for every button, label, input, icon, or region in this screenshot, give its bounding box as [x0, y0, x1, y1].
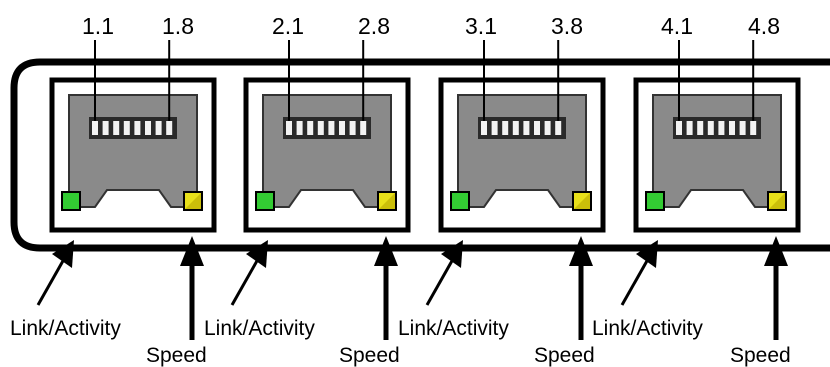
port-2-jack-body	[262, 94, 392, 208]
port-1-pin-1	[92, 121, 98, 135]
port-3-pin-slot	[478, 117, 566, 139]
port-2	[230, 40, 411, 340]
port-1-pin-3	[113, 121, 120, 135]
port-1-pin-8	[166, 121, 173, 135]
port-3-pin-7	[544, 121, 551, 135]
port-4-link-arrowhead-icon	[636, 240, 658, 268]
port-4-pin-1-label: 4.1	[661, 13, 693, 39]
port-4-pin-7	[739, 121, 746, 135]
port-1-pin-1-label: 1.1	[82, 13, 114, 39]
port-2-speed-label: Speed	[339, 344, 400, 367]
port-3-pin-5	[523, 121, 530, 135]
port-2-pin-7	[349, 121, 356, 135]
port-3-speed-label: Speed	[534, 344, 595, 367]
port-1-pin-slot	[89, 117, 177, 139]
port-4-speed-arrowhead-icon	[764, 236, 788, 266]
port-2-pin-8-label: 2.8	[358, 13, 390, 39]
port-1-pin-2	[102, 121, 109, 135]
port-2-pin-6	[339, 121, 345, 135]
port-1-link-arrowhead-icon	[52, 240, 74, 268]
port-2-pin-2	[296, 121, 303, 135]
port-4-speed-led-shade	[769, 193, 785, 209]
port-1-link-led-icon	[61, 191, 81, 211]
port-1-pin-8-label: 1.8	[162, 13, 194, 39]
port-housing-frame	[10, 58, 830, 252]
port-2-pin-3	[307, 121, 314, 135]
port-3-speed-led-shade	[574, 193, 590, 209]
port-3-pin-1-label: 3.1	[465, 13, 497, 39]
port-4-pin-8	[750, 121, 757, 135]
port-1-pin-4	[123, 121, 130, 135]
port-4-pin-5	[718, 121, 725, 135]
port-4-speed-label: Speed	[730, 344, 791, 367]
port-3-pin-6	[534, 121, 540, 135]
port-4-pin-6	[729, 121, 735, 135]
port-3-speed-arrowhead-icon	[569, 236, 593, 266]
port-2-pin-8	[360, 121, 367, 135]
port-1-speed-led-shade	[185, 193, 201, 209]
port-1-jack-body	[68, 94, 198, 208]
port-2-link-arrowhead-icon	[246, 240, 268, 268]
port-2-pin-5	[328, 121, 335, 135]
port-2-link-activity-label: Link/Activity	[204, 317, 315, 340]
port-4-link-led-icon	[645, 191, 665, 211]
port-3-link-activity-label: Link/Activity	[398, 317, 509, 340]
port-3-pin-3	[502, 121, 509, 135]
port-1-speed-arrowhead-icon	[180, 236, 204, 266]
port-1-speed-label: Speed	[146, 344, 207, 367]
port-2-pin-4	[317, 121, 324, 135]
port-1-pin-7	[155, 121, 162, 135]
port-3-pin-8-label: 3.8	[551, 13, 583, 39]
port-4-pin-4	[707, 121, 714, 135]
port-1	[36, 40, 217, 340]
port-2-pin-slot	[283, 117, 371, 139]
port-4-pin-3	[697, 121, 704, 135]
port-4-jack-body	[652, 94, 782, 208]
port-1-pin-5	[134, 121, 141, 135]
port-1-pin-6	[145, 121, 151, 135]
port-3-pin-2	[491, 121, 498, 135]
port-4-pin-8-label: 4.8	[748, 13, 780, 39]
port-4-pin-2	[686, 121, 693, 135]
port-4-pin-1	[676, 121, 682, 135]
port-3-pin-8	[555, 121, 562, 135]
port-2-link-led-icon	[255, 191, 275, 211]
port-3-jack-body	[457, 94, 587, 208]
port-2-pin-1-label: 2.1	[272, 13, 304, 39]
port-2-pin-1	[286, 121, 292, 135]
port-3-link-arrowhead-icon	[441, 240, 463, 268]
port-3-pin-4	[512, 121, 519, 135]
port-3-pin-1	[481, 121, 487, 135]
port-2-speed-arrowhead-icon	[374, 236, 398, 266]
port-4	[620, 40, 801, 340]
port-3	[425, 40, 606, 340]
port-2-speed-led-shade	[379, 193, 395, 209]
port-4-link-activity-label: Link/Activity	[592, 317, 703, 340]
port-4-pin-slot	[673, 117, 761, 139]
port-3-link-led-icon	[450, 191, 470, 211]
port-1-link-activity-label: Link/Activity	[10, 317, 121, 340]
